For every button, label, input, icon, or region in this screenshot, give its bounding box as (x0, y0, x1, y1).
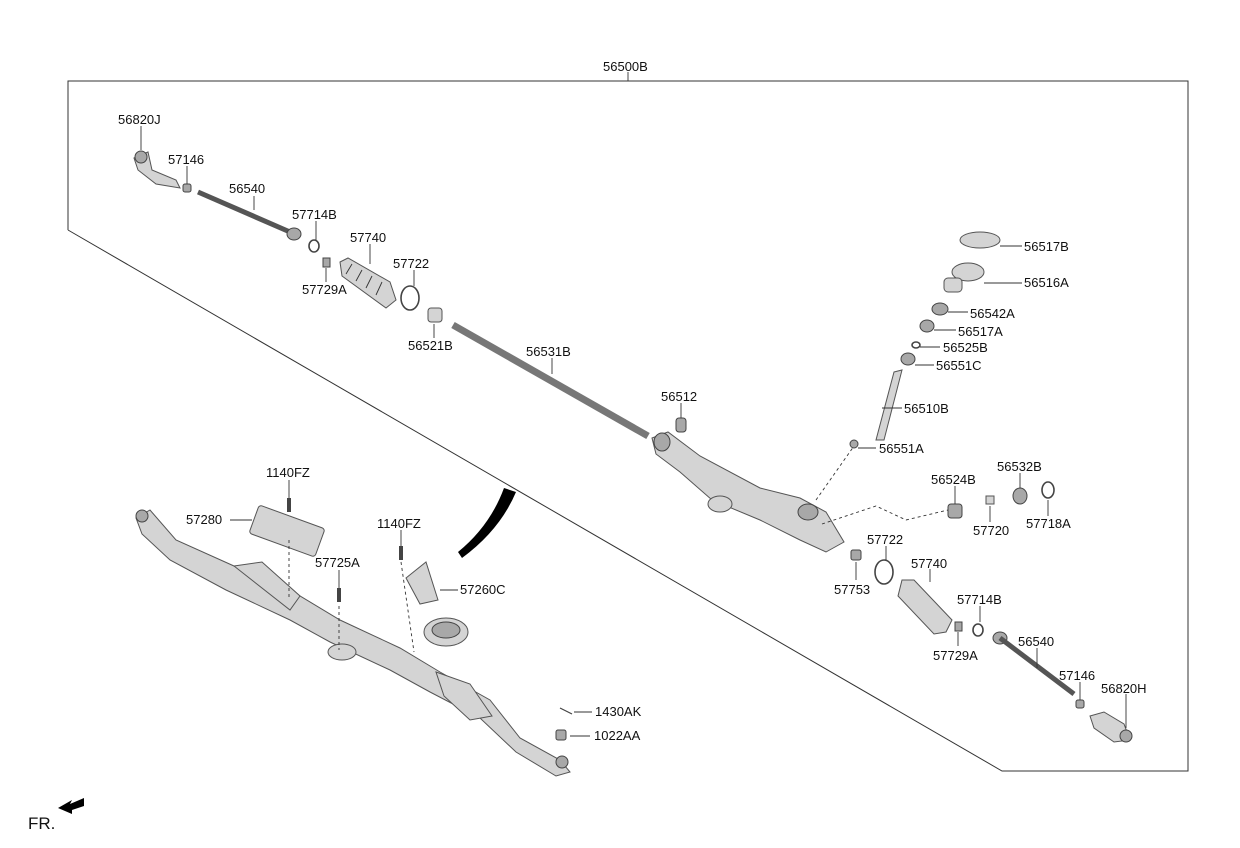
tie-rod-end-left (133, 150, 181, 189)
callout-56540: 56540 (229, 181, 266, 196)
callout-57729A-right: 57729A (933, 648, 978, 663)
callout-57714B: 57714B (292, 207, 337, 222)
clip-57729A-left (322, 257, 331, 268)
leader-lines (140, 126, 1127, 737)
callout-57753: 57753 (834, 582, 871, 597)
callout-57722-right: 57722 (867, 532, 904, 547)
callout-56542A: 56542A (970, 306, 1015, 321)
callout-57146: 57146 (168, 152, 205, 167)
callout-57718A: 57718A (1026, 516, 1071, 531)
callout-1430AK: 1430AK (595, 704, 642, 719)
callout-1022AA: 1022AA (594, 728, 641, 743)
inner-tie-rod-left (197, 189, 302, 241)
callout-56521B: 56521B (408, 338, 453, 353)
callout-56820H: 56820H (1101, 681, 1147, 696)
callout-1140FZ-left: 1140FZ (266, 465, 310, 480)
callout-57740-right: 57740 (911, 556, 948, 571)
assembled-rack (135, 498, 573, 777)
callout-57146-right: 57146 (1059, 668, 1096, 683)
callout-56510B: 56510B (904, 401, 949, 416)
callout-56531B: 56531B (526, 344, 571, 359)
yoke-56512 (675, 417, 687, 433)
callout-56532B: 56532B (997, 459, 1042, 474)
callout-56512: 56512 (661, 389, 698, 404)
bushing-56521B (427, 307, 443, 323)
right-side-parts (850, 549, 1133, 743)
callout-57725A: 57725A (315, 555, 360, 570)
callout-56524B: 56524B (931, 472, 976, 487)
fr-arrow-icon (58, 798, 84, 814)
callout-57720: 57720 (973, 523, 1010, 538)
callout-57729A: 57729A (302, 282, 347, 297)
callout-57260C: 57260C (460, 582, 506, 597)
nut-57146-left (182, 183, 192, 193)
callout-56551A: 56551A (879, 441, 924, 456)
callout-56517B: 56517B (1024, 239, 1069, 254)
assembly-label: 56500B (603, 59, 648, 74)
detail-arrow (458, 488, 516, 558)
boot-57740-left (339, 257, 397, 309)
callout-57722: 57722 (393, 256, 430, 271)
assembly-frame (67, 80, 1189, 772)
callout-56517A: 56517A (958, 324, 1003, 339)
adjuster-parts (947, 481, 1055, 519)
gear-housing-upper (651, 431, 845, 553)
callout-56525B: 56525B (943, 340, 988, 355)
callout-57740: 57740 (350, 230, 387, 245)
rack-56531B (451, 321, 650, 440)
callout-56540-right: 56540 (1018, 634, 1055, 649)
front-direction-label: FR. (28, 814, 56, 833)
callout-57280: 57280 (186, 512, 223, 527)
ring-57714B-left (308, 239, 320, 253)
clamp-57722-left (400, 285, 420, 311)
callout-56551C: 56551C (936, 358, 982, 373)
callout-56516A: 56516A (1024, 275, 1069, 290)
pinion-parts (849, 231, 1001, 449)
callout-1140FZ-right: 1140FZ (377, 516, 421, 531)
callout-56820J: 56820J (118, 112, 161, 127)
callout-57714B-right: 57714B (957, 592, 1002, 607)
